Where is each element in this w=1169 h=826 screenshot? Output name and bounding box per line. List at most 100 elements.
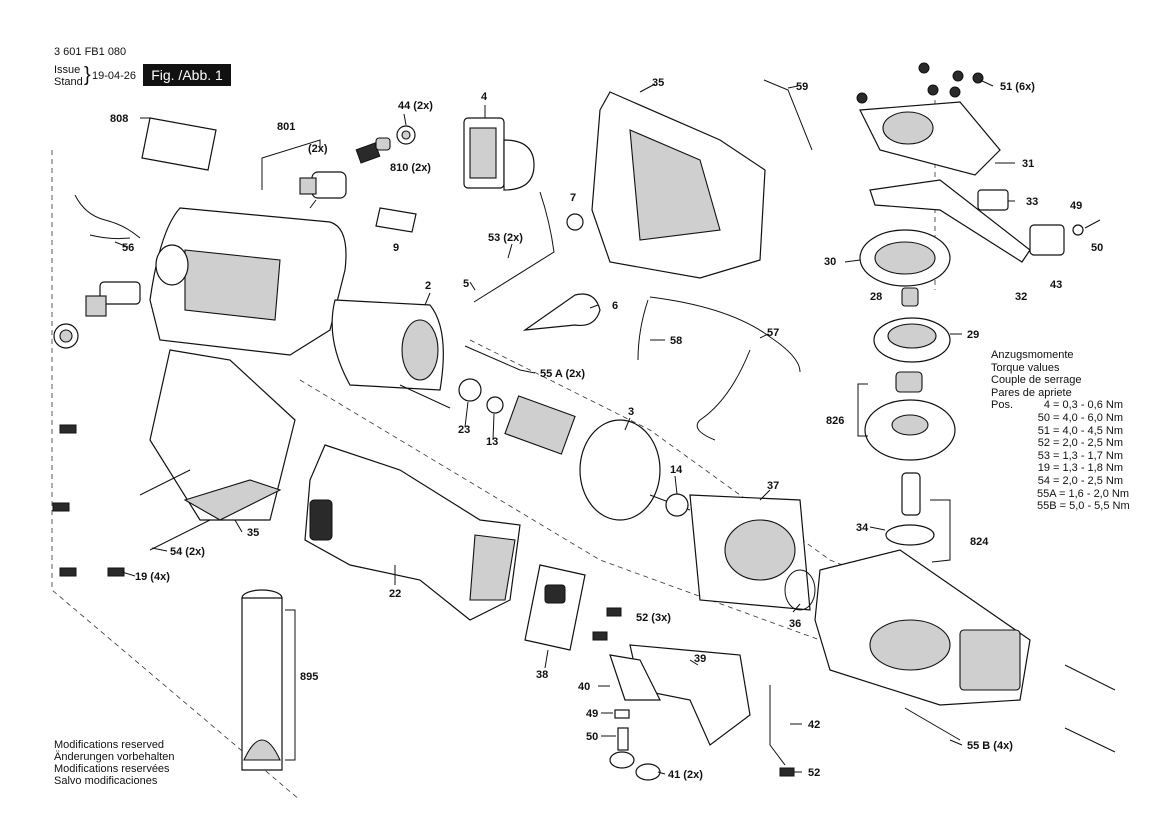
footer-line-en: Modifications reserved xyxy=(54,739,165,751)
screws-51 xyxy=(856,62,984,104)
label-58: 58 xyxy=(670,335,682,347)
label-7: 7 xyxy=(570,192,576,204)
switch-4 xyxy=(463,117,535,191)
bracket-824 xyxy=(930,499,951,563)
bracket-895 xyxy=(285,609,296,761)
label-51: 51 (6x) xyxy=(1000,81,1035,93)
stator-2 xyxy=(331,299,444,391)
gearbox-housing xyxy=(814,549,1031,706)
knob-41-a xyxy=(609,751,635,769)
label-34: 34 xyxy=(856,522,869,534)
label-55b: 55 B (4x) xyxy=(967,740,1013,752)
assembly-line-left xyxy=(51,150,301,801)
label-2: 2 xyxy=(425,280,431,292)
bearing-14 xyxy=(665,493,689,517)
footer-line-es: Salvo modificaciones xyxy=(54,775,158,787)
label-44: 44 (2x) xyxy=(398,100,433,112)
label-824: 824 xyxy=(970,536,989,548)
torque-row: 53 = 1,3 - 1,7 Nm xyxy=(1037,449,1123,462)
label-52-bottom: 52 xyxy=(808,767,820,779)
screw-55b-3 xyxy=(1064,727,1116,753)
label-28: 28 xyxy=(870,291,882,303)
screw-19-a xyxy=(59,424,77,434)
knob-41-b xyxy=(635,763,661,781)
label-49-bottom: 49 xyxy=(586,708,598,720)
torque-title-es: Pares de apriete xyxy=(991,386,1072,399)
label-33: 33 xyxy=(1026,196,1038,208)
torque-title-en: Torque values xyxy=(991,361,1060,374)
bearing-23 xyxy=(458,378,482,402)
label-43: 43 xyxy=(1050,279,1062,291)
footer-line-fr: Modifications reservées xyxy=(54,763,170,775)
screw-52-a xyxy=(606,607,622,617)
armature-3 xyxy=(504,395,691,521)
gear-826 xyxy=(857,371,956,461)
cable-57 xyxy=(649,296,801,441)
screw-55b-1 xyxy=(1064,664,1116,691)
label-39: 39 xyxy=(694,653,706,665)
label-808: 808 xyxy=(110,113,128,125)
lever-7 xyxy=(473,191,555,303)
cable-58 xyxy=(637,299,649,361)
screw-52-b xyxy=(592,631,608,641)
figure-label: Fig. /Abb. 1 xyxy=(143,64,231,86)
label-40: 40 xyxy=(578,681,590,693)
fan-cover-37 xyxy=(689,494,811,611)
label-54: 54 (2x) xyxy=(170,546,205,558)
hex-key-59 xyxy=(763,79,813,151)
torque-row: 55A = 1,6 - 2,0 Nm xyxy=(1037,487,1130,500)
nut-29 xyxy=(873,317,951,363)
label-50-bottom: 50 xyxy=(586,731,598,743)
torque-row: Pos.4 = 0,3 - 0,6 Nm xyxy=(991,399,1123,412)
screw-54-b xyxy=(149,519,211,551)
plate-9 xyxy=(375,207,417,233)
screw-19-d xyxy=(107,567,125,577)
label-895: 895 xyxy=(300,671,318,683)
footer-line-de: Änderungen vorbehalten xyxy=(54,751,175,763)
label-56: 56 xyxy=(122,242,134,254)
screw-19-b xyxy=(52,502,70,512)
torque-row: 54 = 2,0 - 2,5 Nm xyxy=(1037,474,1123,487)
label-37: 37 xyxy=(767,480,779,492)
plate-30 xyxy=(859,229,951,287)
pin-50-bottom xyxy=(617,727,629,751)
rod-32 xyxy=(869,179,1031,263)
label-53: 53 (2x) xyxy=(488,232,523,244)
label-810: 810 (2x) xyxy=(390,162,431,174)
label-52-3x: 52 (3x) xyxy=(636,612,671,624)
screw-19-c xyxy=(59,567,77,577)
label-9: 9 xyxy=(393,242,399,254)
bracket-40 xyxy=(609,654,661,701)
plate-38 xyxy=(524,564,586,651)
label-50-right: 50 xyxy=(1091,242,1103,254)
screw-55a-2 xyxy=(399,384,451,409)
label-32: 32 xyxy=(1015,291,1027,303)
plate-31 xyxy=(859,101,1001,176)
leader-lines xyxy=(114,79,1015,775)
bush-28 xyxy=(901,287,919,307)
lever-43 xyxy=(1029,224,1065,256)
o-ring-36 xyxy=(784,569,816,611)
label-13: 13 xyxy=(486,436,498,448)
torque-title-de: Anzugsmomente xyxy=(991,349,1074,361)
label-3: 3 xyxy=(628,406,634,418)
label-801: 801 xyxy=(277,121,295,133)
label-59: 59 xyxy=(796,81,808,93)
label-card-808 xyxy=(141,117,217,171)
assembly-line-motor xyxy=(469,339,1031,641)
torque-row: 50 = 4,0 - 6,0 Nm xyxy=(1037,411,1123,424)
washer-49-bottom xyxy=(614,709,630,719)
label-57: 57 xyxy=(767,327,779,339)
label-49: 49 xyxy=(1070,200,1082,212)
clamp-33 xyxy=(977,189,1009,211)
washer-49 xyxy=(1072,224,1084,236)
label-826: 826 xyxy=(826,415,844,427)
washer-34 xyxy=(885,524,935,546)
screw-55a-1 xyxy=(464,345,521,371)
label-29: 29 xyxy=(967,329,979,341)
label-41: 41 (2x) xyxy=(668,769,703,781)
bracket-801 xyxy=(261,139,321,190)
label-35-top: 35 xyxy=(652,77,664,89)
document-number: 3 601 FB1 080 xyxy=(54,46,127,58)
